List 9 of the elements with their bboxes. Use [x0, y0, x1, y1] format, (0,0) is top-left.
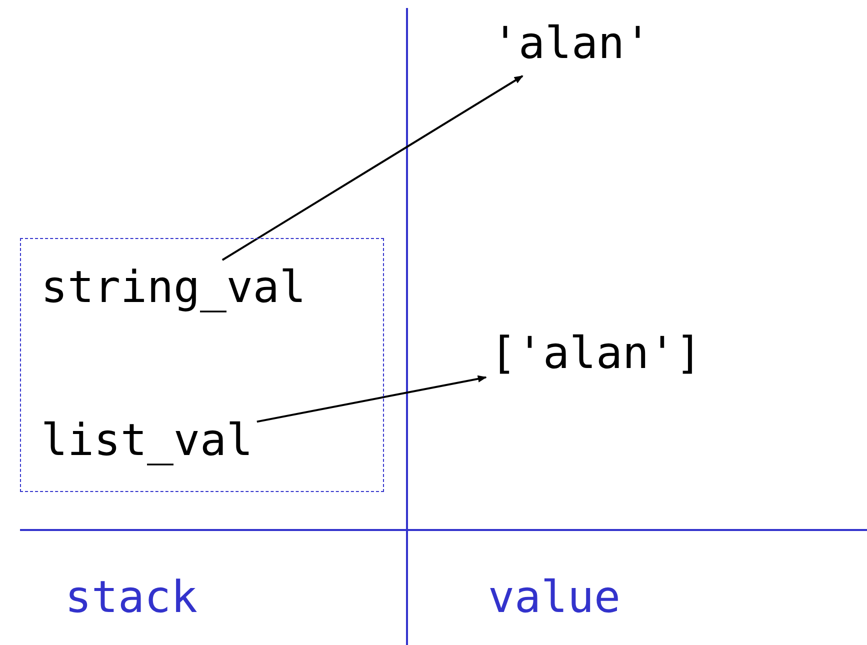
region-label: value [488, 572, 620, 623]
arrow [256, 375, 487, 423]
value-text: ['alan'] [490, 330, 702, 382]
variable-name: string_val [41, 264, 306, 316]
dashed-frame [20, 238, 384, 492]
region-label: stack [65, 572, 198, 623]
variable-name: list_val [41, 417, 253, 469]
arrow [222, 75, 524, 261]
value-text: 'alan' [492, 20, 651, 72]
